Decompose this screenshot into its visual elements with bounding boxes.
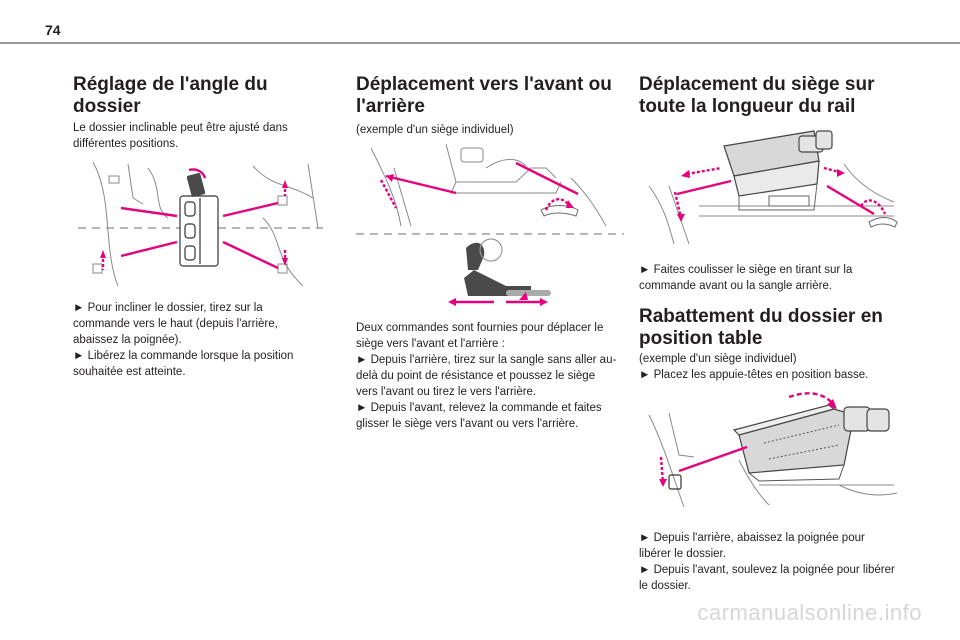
seat-controls-text: Deux commandes sont fournies pour déplac… (356, 322, 604, 350)
table-fold-illustration (648, 392, 898, 508)
table-step-1: ► Depuis l'arrière, abaissez la poignée … (639, 532, 865, 560)
full-rail-step: ► Faites coulisser le siège en tirant su… (639, 264, 853, 292)
headrest-step: ► Placez les appuie-têtes en position ba… (639, 369, 869, 381)
full-rail-illustration (648, 130, 898, 245)
table-example-note: (exemple d'un siège individuel) (639, 353, 797, 365)
instruction-step-1: ► Pour incliner le dossier, tirez sur la… (73, 302, 278, 346)
heading-table-position: Rabattement du dossier en position table (639, 306, 883, 349)
heading-backrest-angle: Réglage de l'angle du dossier (73, 74, 268, 117)
header-rule (0, 42, 960, 44)
slide-step-1: ► Depuis l'arrière, tirez sur la sangle … (356, 354, 617, 398)
seat-slide-illustration (356, 143, 624, 306)
backrest-illustration (78, 161, 323, 287)
intro-text: Le dossier inclinable peut être ajusté d… (73, 122, 288, 150)
watermark: carmanualsonline.info (697, 600, 922, 625)
seat-example-note: (exemple d'un siège individuel) (356, 124, 514, 136)
heading-full-rail: Déplacement du siège sur toute la longue… (639, 74, 875, 117)
heading-slide-seat: Déplacement vers l'avant ou l'arrière (356, 74, 612, 117)
table-step-2: ► Depuis l'avant, soulevez la poignée po… (639, 564, 895, 592)
slide-step-2: ► Depuis l'avant, relevez la commande et… (356, 402, 602, 430)
page-number: 74 (45, 22, 61, 38)
instruction-step-2: ► Libérez la commande lorsque la positio… (73, 350, 294, 378)
